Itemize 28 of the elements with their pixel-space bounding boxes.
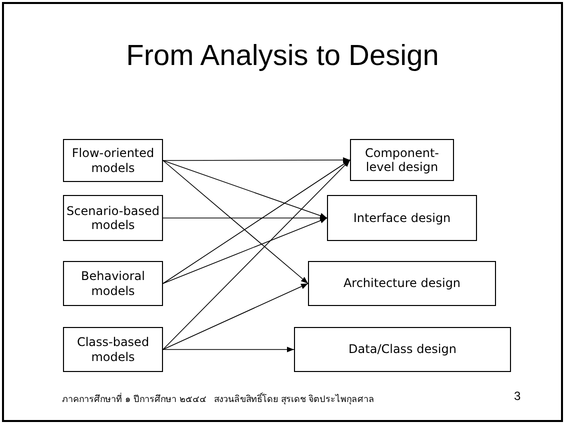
slide-title: From Analysis to Design	[125, 40, 440, 73]
footer-text: ภาคการศึกษาที่ ๑ ปีการศึกษา ๒๕๔๔	[62, 392, 207, 406]
model-box	[327, 195, 477, 241]
model-box	[294, 327, 511, 372]
node-label: Scenario-based models	[66, 204, 160, 232]
node-label: Behavioral models	[80, 269, 146, 298]
model-box	[63, 139, 163, 182]
model-box	[63, 327, 163, 372]
arrow	[162, 160, 350, 350]
arrow	[162, 218, 328, 284]
node-label: Class-based models	[76, 335, 150, 364]
model-box	[350, 139, 454, 181]
arrow	[162, 160, 308, 284]
model-box	[63, 261, 163, 306]
arrow	[162, 346, 294, 352]
model-box	[63, 195, 163, 241]
page-number: 3	[514, 389, 521, 403]
node-label: Architecture design	[343, 276, 461, 291]
arrow	[162, 160, 350, 284]
footer-text: สงวนลิขสิทธิ์โดย สุรเดช จิตประไพกุลศาล	[214, 392, 375, 406]
node-label: Interface design	[353, 210, 451, 226]
arrow	[162, 283, 308, 350]
model-box	[308, 261, 496, 306]
node-label: Data/Class design	[348, 342, 456, 357]
arrow	[162, 160, 328, 218]
node-label: Flow-oriented models	[70, 146, 156, 175]
arrow	[162, 157, 350, 163]
node-label: Component-level design	[364, 146, 440, 174]
